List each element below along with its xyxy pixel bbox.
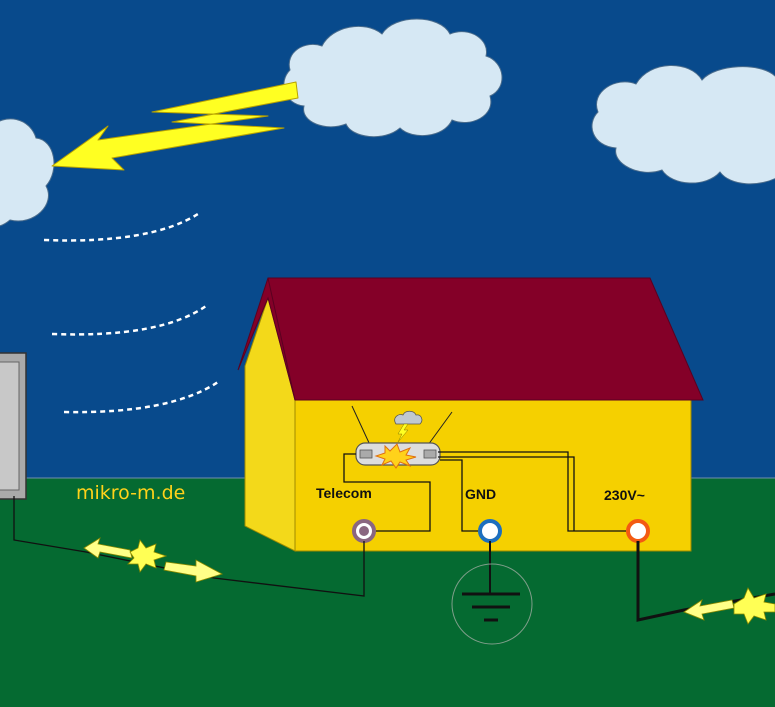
surge-protector-electrode — [423, 449, 437, 459]
surge-spark-icon — [374, 443, 417, 469]
wire-ground — [440, 459, 478, 532]
ground-label: GND — [465, 486, 497, 502]
interference-wave — [63, 380, 219, 414]
surge-arrow — [683, 599, 735, 621]
surge-protector-electrode — [359, 449, 373, 459]
house-roof — [237, 277, 704, 401]
telecom-label: Telecom — [316, 485, 372, 501]
wire-power — [438, 456, 575, 531]
earth-ground-icon — [451, 563, 533, 645]
lamp-ray — [427, 411, 453, 446]
cloud-icon — [283, 18, 503, 138]
cloud-icon — [0, 118, 55, 227]
wire-telecom — [343, 453, 431, 532]
power-terminal — [626, 519, 650, 543]
lightning-bolt-icon — [51, 81, 299, 171]
interference-wave — [51, 304, 207, 336]
lamp-ray — [351, 405, 371, 446]
cloud-icon — [591, 65, 775, 185]
surge-spark-icon — [733, 587, 775, 625]
surge-arrow — [163, 559, 224, 583]
lightning-bolt-icon — [397, 423, 409, 443]
wire-power — [438, 451, 626, 532]
ground-terminal — [478, 519, 502, 543]
telecom-terminal-core — [359, 526, 369, 536]
watermark-text: mikro-m.de — [76, 482, 186, 504]
surge-spark-icon — [127, 539, 168, 573]
interference-wave — [43, 212, 199, 242]
power-label: 230V~ — [604, 487, 645, 503]
exchange-box-panel — [0, 361, 20, 491]
roof-edge — [267, 277, 296, 401]
cloud-icon — [394, 410, 423, 425]
